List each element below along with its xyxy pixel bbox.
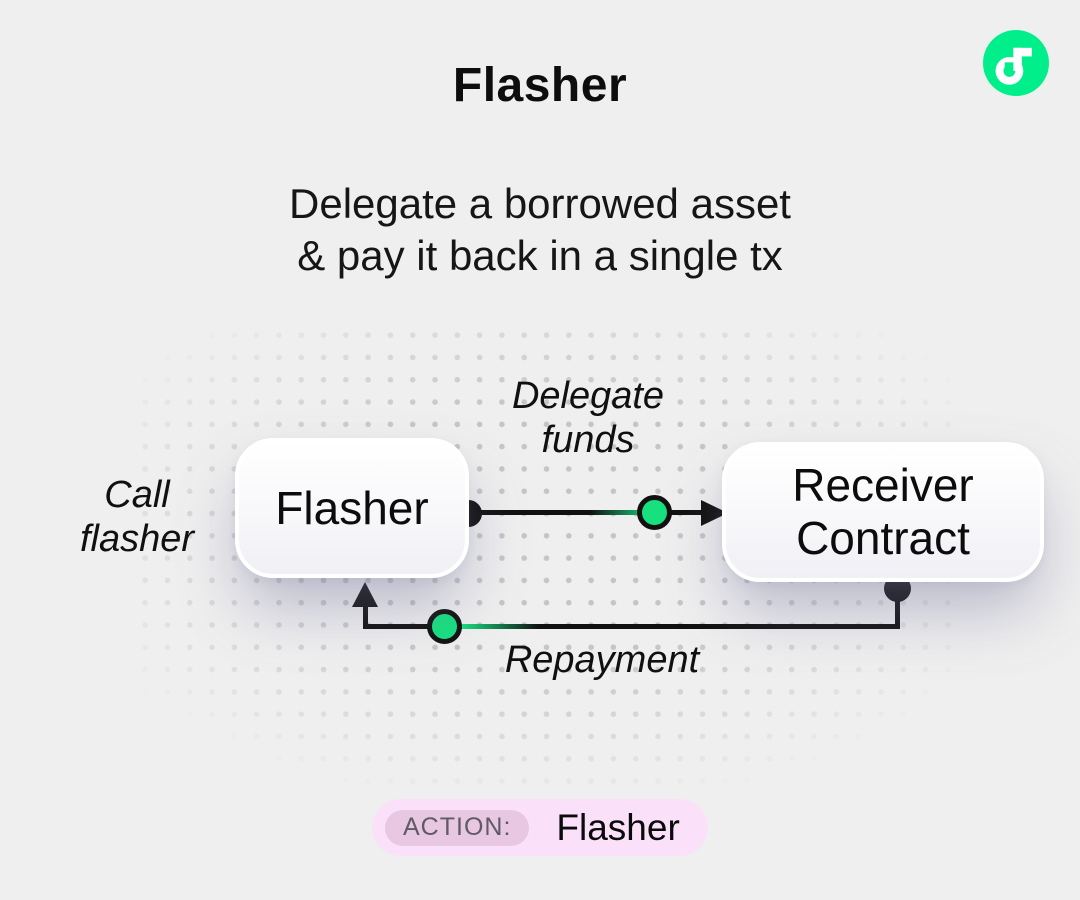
delegate-edge-line: [468, 510, 706, 515]
repayment-edge-line-up: [363, 604, 368, 629]
delegate-funds-label: Delegate funds: [511, 375, 665, 461]
repayment-label: Repayment: [504, 639, 700, 681]
delegate-token-trail: [590, 510, 655, 515]
delegate-funds-token-icon: [637, 495, 672, 530]
action-badge: ACTION: Flasher: [372, 799, 708, 856]
repayment-arrowhead-icon: [352, 582, 378, 607]
repayment-edge-line-down: [895, 588, 900, 629]
page-title: Flasher: [452, 59, 628, 112]
repayment-edge-line: [363, 624, 898, 629]
repayment-token-icon: [427, 609, 462, 644]
receiver-contract-node-label: Receiver Contract: [792, 459, 974, 564]
repayment-token-trail: [461, 624, 539, 629]
flasher-node: Flasher: [235, 438, 469, 578]
receiver-contract-node: Receiver Contract: [722, 442, 1044, 582]
action-value: Flasher: [556, 806, 680, 848]
flasher-node-label: Flasher: [275, 482, 429, 534]
subtitle: Delegate a borrowed asset & pay it back …: [289, 180, 791, 279]
call-flasher-label: Call flasher: [79, 474, 195, 560]
flow-logo-icon: [983, 30, 1049, 96]
action-label-chip: ACTION:: [385, 809, 530, 846]
